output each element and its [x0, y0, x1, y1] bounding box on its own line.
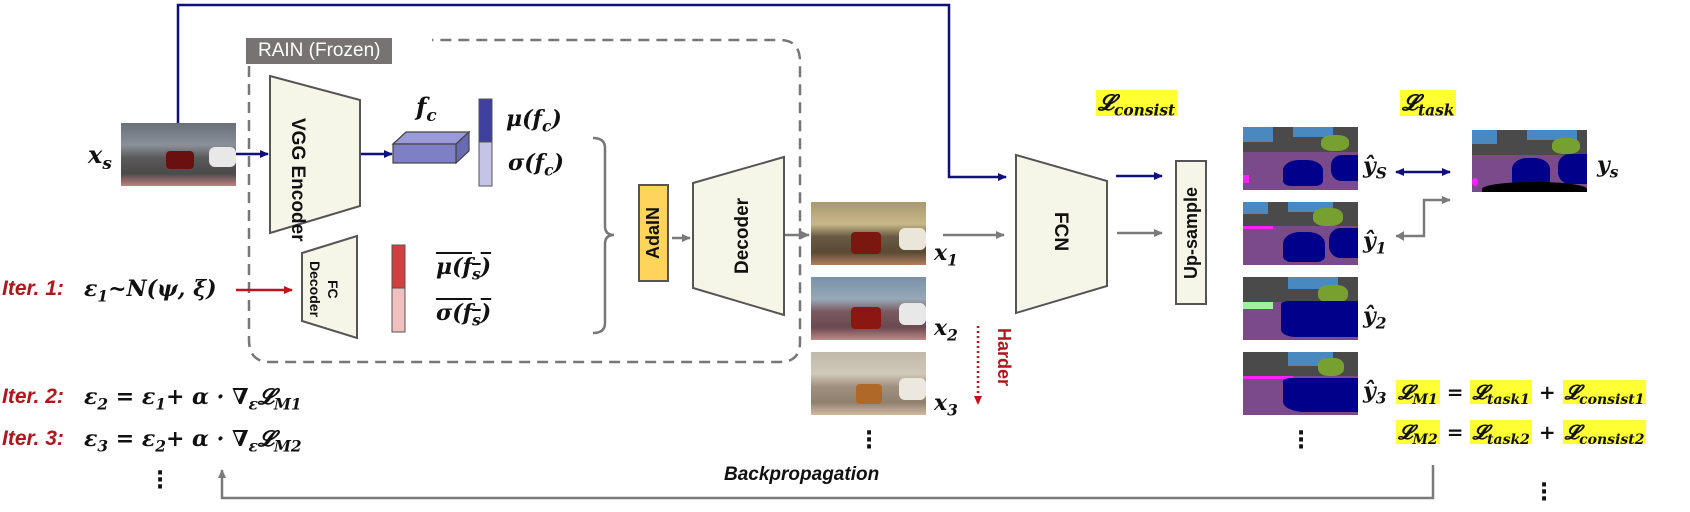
consistency-loss-label: 𝓛consist	[1096, 90, 1178, 120]
fc-decoder-text-1: FC	[325, 279, 341, 299]
prediction-2-label: ŷ2	[1363, 303, 1387, 333]
adain-block: AdaIN	[638, 184, 669, 282]
fc-decoder-block	[301, 234, 358, 340]
task-loss-label: 𝓛task	[1400, 90, 1457, 120]
augmented-ellipsis: ···	[864, 421, 874, 460]
decoder-block	[692, 155, 785, 317]
augmented-image-2-label: x2	[934, 315, 958, 345]
source-image-label: xs	[88, 140, 112, 173]
sigma-fs-bar	[391, 287, 406, 333]
task-loss-aug-arrow	[1396, 196, 1451, 238]
augmented-image-3	[811, 352, 926, 415]
total-loss-m1: 𝓛M1 = 𝓛task1 + 𝓛consist1	[1396, 380, 1647, 408]
backpropagation-arrow	[218, 465, 1435, 500]
mu-fc-bar	[478, 98, 493, 143]
mu-fc-label: μ(fc)	[506, 106, 562, 136]
sigma-fc-label: σ(fc)	[508, 150, 564, 180]
augmented-image-1-label: x1	[934, 240, 958, 270]
upsample-block	[1175, 160, 1207, 305]
source-image	[121, 123, 236, 186]
decoder-label: Decoder	[732, 197, 753, 275]
prediction-ellipsis: ···	[1296, 421, 1306, 460]
iter-3-label: Iter. 3:	[2, 427, 64, 450]
fcn-label: FCN	[1050, 212, 1071, 252]
prediction-map-1	[1243, 202, 1358, 265]
fc-decoder-label: FC Decoder	[306, 252, 342, 326]
iter-1-formula: ε1~N(ψ, ξ)	[84, 276, 217, 306]
prediction-source-label: ŷS	[1363, 153, 1387, 183]
iter-1-label: Iter. 1:	[2, 277, 64, 300]
augmented-image-1	[811, 202, 926, 265]
prediction-3-label: ŷ3	[1363, 378, 1387, 408]
mu-fs-bar	[391, 244, 406, 289]
loss-ellipsis: ···	[1539, 473, 1549, 512]
rain-frozen-boundary	[247, 38, 802, 364]
vgg-encoder-text: VGG Encoder	[287, 118, 308, 242]
augmented-image-3-label: x3	[934, 390, 958, 420]
content-feature-block	[391, 130, 471, 165]
ground-truth-label: ys	[1597, 152, 1619, 182]
backpropagation-label: Backpropagation	[724, 464, 880, 485]
prediction-map-source	[1243, 127, 1358, 190]
iter-3-formula: ε3 = ε2+ α · ∇ε𝓛M2	[84, 426, 302, 456]
vgg-encoder-label: VGG Encoder	[285, 118, 309, 242]
harder-label: Harder	[994, 328, 1014, 387]
mu-fs-hat-label: μ(fs)	[436, 254, 492, 284]
vgg-encoder-block	[269, 74, 361, 235]
content-feature-label: fc	[416, 92, 437, 125]
feature-bracket	[592, 136, 615, 335]
skip-connection-arrow	[176, 3, 1007, 181]
sigma-fs-hat-label: σ(fs)	[436, 300, 492, 330]
augmented-image-2	[811, 277, 926, 340]
rain-frozen-badge: RAIN (Frozen)	[246, 38, 393, 64]
ground-truth-map	[1472, 130, 1587, 192]
iter-2-formula: ε2 = ε1+ α · ∇ε𝓛M1	[84, 384, 302, 414]
fc-decoder-text-2: Decoder	[307, 260, 323, 318]
iter-2-label: Iter. 2:	[2, 385, 64, 408]
iter-ellipsis: ···	[155, 461, 165, 500]
fcn-block	[1015, 153, 1108, 315]
prediction-map-3	[1243, 352, 1358, 415]
prediction-1-label: ŷ1	[1363, 228, 1387, 258]
adain-label: AdaIN	[643, 207, 663, 260]
upsample-label: Up-sample	[1181, 186, 1201, 279]
total-loss-m2: 𝓛M2 = 𝓛task2 + 𝓛consist2	[1396, 420, 1647, 448]
sigma-fc-bar	[478, 141, 493, 187]
prediction-map-2	[1243, 277, 1358, 340]
